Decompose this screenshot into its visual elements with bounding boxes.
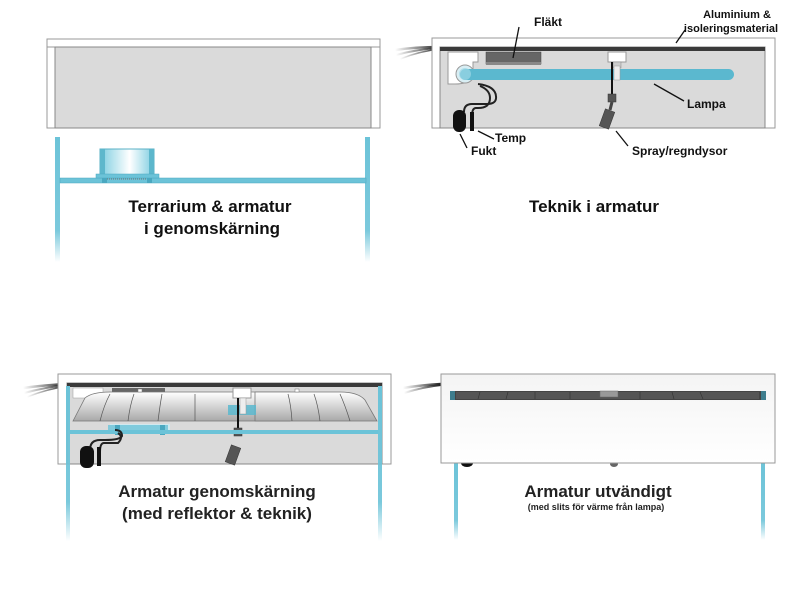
caption-technology: Teknik i armatur bbox=[529, 197, 659, 216]
spray-nozzle bbox=[598, 51, 627, 130]
heat-vent-slit bbox=[450, 390, 766, 400]
reflector bbox=[72, 388, 378, 422]
panel-fixture-exterior: Armatur utvändigt (med slits för värme f… bbox=[402, 373, 776, 540]
label-lampa: Lampa bbox=[687, 97, 726, 111]
label-aluminium-line2: isoleringsmaterial bbox=[684, 23, 778, 35]
humidity-sensor bbox=[453, 110, 466, 132]
humidity-sensor bbox=[80, 446, 94, 468]
temperature-sensor bbox=[470, 112, 474, 131]
caption-exterior-line2: (med slits för värme från lampa) bbox=[528, 502, 665, 512]
label-spray: Spray/regndysor bbox=[632, 144, 728, 158]
power-cable bbox=[402, 382, 442, 394]
caption-fixture-section-line1: Armatur genomskärning bbox=[118, 482, 315, 501]
temperature-sensor bbox=[97, 447, 101, 466]
label-flakt: Fläkt bbox=[534, 15, 562, 29]
sensor-cables bbox=[463, 83, 498, 117]
terrarium-glass bbox=[66, 386, 382, 541]
label-fukt: Fukt bbox=[471, 144, 496, 158]
aluminium-insulation-strip bbox=[440, 47, 765, 51]
panel-technology: Fläkt Aluminium & isoleringsmaterial Lam… bbox=[394, 9, 778, 216]
caption-fixture-section-line2: (med reflektor & teknik) bbox=[122, 504, 312, 523]
caption-terrarium-line2: i genomskärning bbox=[144, 219, 280, 238]
leader-lines bbox=[459, 26, 686, 149]
fixture-housing bbox=[46, 38, 381, 129]
terrarium-glass bbox=[55, 137, 370, 262]
caption-terrarium-line1: Terrarium & armatur bbox=[128, 197, 292, 216]
caption-exterior-line1: Armatur utvändigt bbox=[524, 482, 672, 501]
panel-fixture-section: Armatur genomskärning (med reflektor & t… bbox=[22, 373, 392, 541]
panel-terrarium-section: Terrarium & armatur i genomskärning bbox=[46, 38, 381, 262]
label-temp: Temp bbox=[495, 131, 526, 145]
lamp-tube bbox=[460, 69, 734, 80]
label-aluminium-line1: Aluminium & bbox=[703, 9, 771, 21]
lamp-socket-fitting bbox=[95, 148, 160, 183]
fixture-exterior-housing bbox=[440, 373, 776, 464]
